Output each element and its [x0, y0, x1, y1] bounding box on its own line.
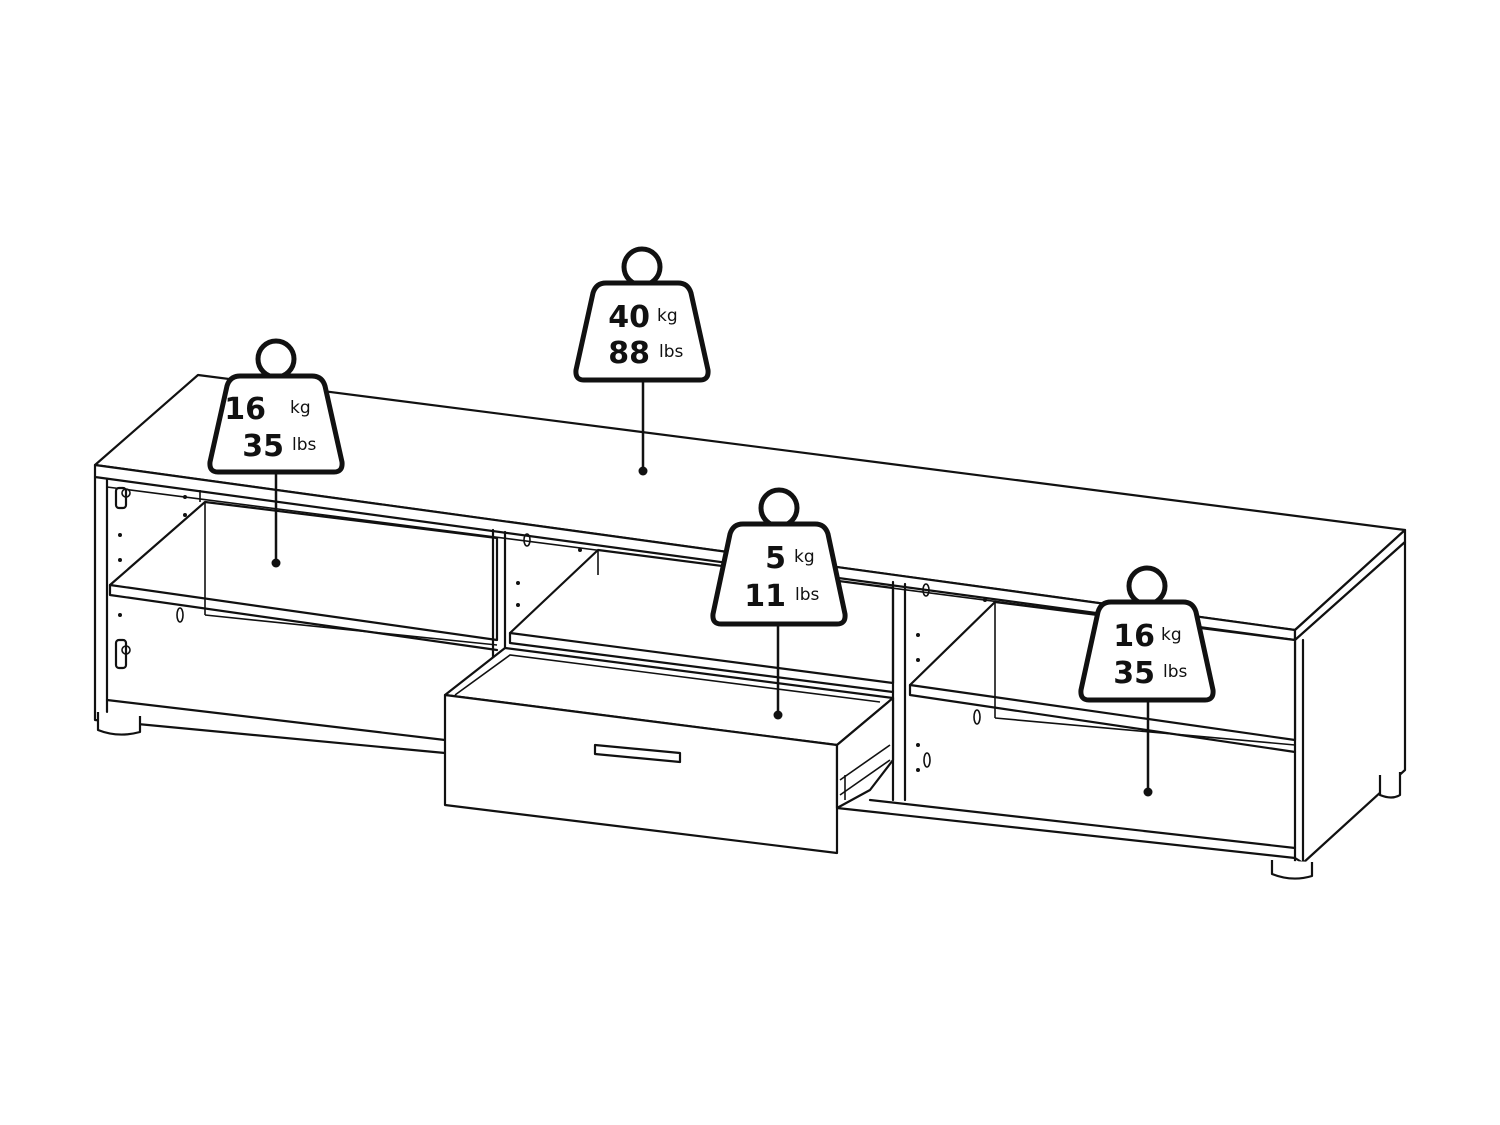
right-side-panel [1293, 540, 1407, 865]
shelf-pin-holes [118, 495, 987, 772]
load-point-drawer [773, 710, 783, 720]
load-lbs-value: 35 [242, 429, 284, 464]
bottom-panel [93, 710, 447, 755]
weight-icon [710, 521, 848, 627]
weight-ring-icon [758, 487, 800, 529]
load-lbs-value: 35 [1113, 656, 1155, 691]
load-point-left-shelf [271, 558, 281, 568]
load-lbs-unit: lbs [1163, 662, 1188, 682]
load-kg-value: 16 [224, 392, 266, 427]
load-kg-value: 40 [608, 300, 650, 335]
load-lbs-unit: lbs [659, 342, 684, 362]
load-lbs-unit: lbs [292, 435, 317, 455]
load-point-right-shelf [1143, 787, 1153, 797]
load-lbs-value: 11 [744, 579, 786, 614]
weight-icon [1078, 599, 1216, 703]
load-label-right-shelf: 16 kg 35 lbs [1078, 565, 1216, 797]
load-point-top-surface [638, 466, 648, 476]
load-kg-unit: kg [794, 547, 815, 567]
load-kg-value: 16 [1113, 619, 1155, 654]
weight-ring-icon [255, 338, 297, 380]
hinges [114, 486, 131, 670]
left-shelf [108, 500, 499, 642]
load-label-top-surface: 40 kg 88 lbs [573, 246, 711, 476]
weight-ring-icon [621, 246, 663, 288]
load-kg-unit: kg [1161, 625, 1182, 645]
weight-icon [207, 373, 345, 475]
drawer-handle [593, 743, 682, 764]
tv-bench [93, 373, 1407, 880]
open-drawer [443, 646, 895, 855]
feet [96, 712, 1402, 880]
weight-icon [573, 280, 711, 383]
load-lbs-unit: lbs [795, 585, 820, 605]
load-label-left-shelf: 16 kg 35 lbs [207, 338, 345, 568]
load-kg-unit: kg [657, 306, 678, 326]
load-lbs-value: 88 [608, 336, 650, 371]
load-label-drawer: 5 kg 11 lbs [710, 487, 848, 720]
weight-ring-icon [1126, 565, 1168, 607]
load-kg-unit: kg [290, 398, 311, 418]
load-indicators: 16 kg 35 lbs 40 kg 88 lbs 5 kg 11 lbs [207, 246, 1216, 797]
load-kg-value: 5 [765, 541, 786, 576]
